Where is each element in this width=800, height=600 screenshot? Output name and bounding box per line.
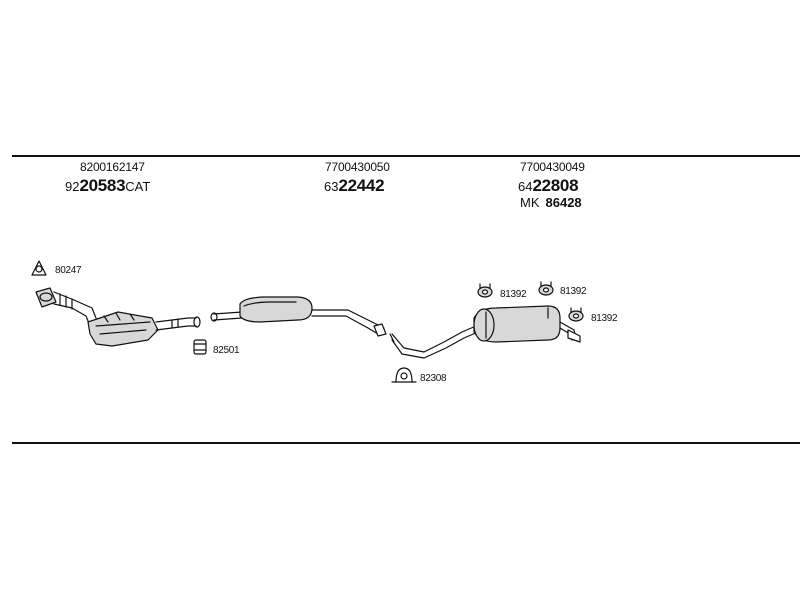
part-number-suffix: CAT bbox=[125, 179, 151, 194]
top-divider-line bbox=[12, 155, 800, 157]
part-number-main: 22808 bbox=[532, 176, 579, 195]
rear-silencer-icon bbox=[389, 305, 581, 359]
rubber-mount-icon bbox=[477, 283, 493, 298]
part-reference-middle-silencer: 7700430050 bbox=[325, 160, 390, 174]
rubber-mount-label-3: 81392 bbox=[591, 313, 618, 324]
rubber-mount-label-2: 81392 bbox=[560, 286, 587, 297]
rear-clamp-label: 82308 bbox=[420, 373, 447, 384]
part-number-prefix: 92 bbox=[65, 179, 80, 194]
rubber-mount-icon bbox=[538, 281, 554, 296]
rear-clamp-icon bbox=[391, 367, 417, 383]
mounting-kit-prefix: MK bbox=[520, 195, 540, 210]
rubber-mount-icon bbox=[568, 307, 584, 322]
part-number-rear-silencer: 6422808 bbox=[518, 176, 579, 196]
gasket-icon bbox=[31, 260, 47, 276]
part-number-main: 20583 bbox=[79, 176, 126, 195]
part-number-main: 22442 bbox=[338, 176, 385, 195]
bottom-divider-line bbox=[12, 442, 800, 444]
part-reference-rear-silencer: 7700430049 bbox=[520, 160, 585, 174]
part-number-prefix: 64 bbox=[518, 179, 533, 194]
mounting-kit-number: MK 86428 bbox=[520, 195, 582, 210]
part-number-middle-silencer: 6322442 bbox=[324, 176, 385, 196]
rubber-mount-label-1: 81392 bbox=[500, 289, 527, 300]
catalytic-converter-icon bbox=[35, 287, 201, 347]
gasket-label: 80247 bbox=[55, 265, 82, 276]
clamp-icon bbox=[193, 339, 207, 355]
mounting-kit-value: 86428 bbox=[545, 195, 582, 210]
part-number-prefix: 63 bbox=[324, 179, 339, 194]
part-reference-cat: 8200162147 bbox=[80, 160, 145, 174]
part-number-cat: 9220583CAT bbox=[65, 176, 150, 196]
clamp-label: 82501 bbox=[213, 345, 240, 356]
middle-silencer-icon bbox=[210, 296, 387, 337]
